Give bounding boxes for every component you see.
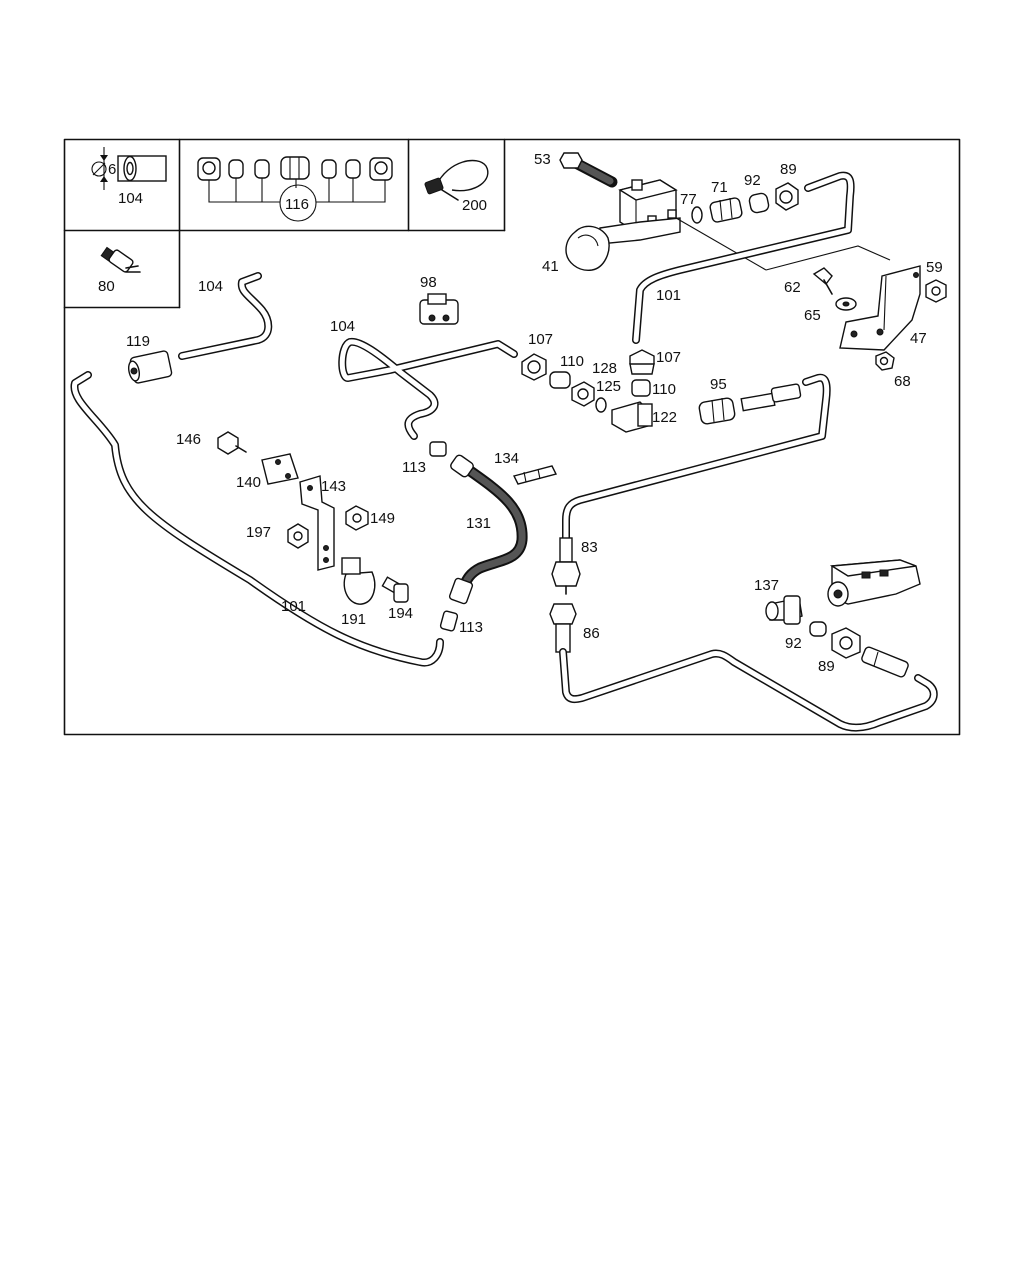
label-191: 191 — [341, 611, 366, 628]
label-47: 47 — [910, 330, 927, 347]
fittings-center — [521, 349, 655, 433]
label-104-left: 104 — [198, 278, 223, 295]
inset-pipe-104 — [91, 147, 167, 190]
label-137: 137 — [754, 577, 779, 594]
inset-cable-tie-200 — [424, 159, 489, 201]
label-65: 65 — [804, 307, 821, 324]
label-113-b: 113 — [459, 619, 483, 636]
label-98: 98 — [420, 274, 437, 291]
label-143: 143 — [321, 478, 346, 495]
label-104-inset: 104 — [118, 190, 143, 207]
label-89-top: 89 — [780, 161, 797, 178]
hose-131 — [429, 441, 528, 632]
label-146: 146 — [176, 431, 201, 448]
pipe-101-top — [632, 171, 855, 344]
label-92-top: 92 — [744, 172, 761, 189]
label-86: 86 — [583, 625, 600, 642]
label-131: 131 — [466, 515, 491, 532]
label-89-bot: 89 — [818, 658, 835, 675]
label-77: 77 — [680, 191, 697, 208]
leader-line-77 — [675, 217, 767, 271]
bracket-47 — [812, 265, 947, 371]
label-197: 197 — [246, 524, 271, 541]
label-107-b: 107 — [656, 349, 681, 366]
part-labels: 104 6 116 200 80 53 77 71 92 89 41 101 6… — [98, 151, 943, 675]
label-80: 80 — [98, 278, 115, 295]
label-6: 6 — [108, 161, 116, 178]
label-116: 116 — [285, 196, 309, 213]
valve-assembly-41 — [559, 152, 681, 271]
valve-137 — [765, 559, 921, 659]
label-95: 95 — [710, 376, 727, 393]
label-140: 140 — [236, 474, 261, 491]
pipe-end-fitting-right — [861, 646, 909, 678]
pipe-104-left — [178, 272, 273, 360]
label-134: 134 — [494, 450, 519, 467]
label-200: 200 — [462, 197, 487, 214]
clip-134 — [512, 465, 558, 485]
fitting-86 — [549, 603, 577, 653]
label-125: 125 — [596, 378, 621, 395]
label-83: 83 — [581, 539, 598, 556]
fitting-83 — [551, 537, 581, 595]
plate-140 — [261, 453, 299, 485]
inset-fittings-kit-116 — [197, 156, 393, 222]
union-nut-119 — [127, 350, 173, 384]
pipe-104-middle — [338, 337, 518, 440]
label-53: 53 — [534, 151, 551, 168]
label-101-top: 101 — [656, 287, 681, 304]
inset-sensor-80 — [100, 246, 141, 273]
nut-197 — [287, 523, 309, 549]
label-110-b: 110 — [652, 381, 676, 398]
label-71: 71 — [711, 179, 728, 196]
bolt-194 — [381, 576, 409, 603]
pipe-101-left — [70, 371, 444, 667]
bolt-146 — [217, 431, 247, 455]
label-149: 149 — [370, 510, 395, 527]
label-122: 122 — [652, 409, 677, 426]
label-119: 119 — [126, 333, 150, 350]
nut-149 — [345, 505, 369, 531]
pipe-center-long — [562, 373, 831, 544]
label-62: 62 — [784, 279, 801, 296]
leader-line-bracket — [765, 245, 891, 271]
distribution-block-98 — [419, 293, 459, 325]
label-101-left: 101 — [281, 598, 306, 615]
label-59: 59 — [926, 259, 943, 276]
fitting-95 — [698, 383, 802, 425]
clamp-191 — [341, 557, 376, 605]
label-194: 194 — [388, 605, 413, 622]
label-104-mid: 104 — [330, 318, 355, 335]
label-41: 41 — [542, 258, 559, 275]
label-113-a: 113 — [402, 459, 426, 476]
fittings-top-row — [691, 182, 799, 224]
label-110-a: 110 — [560, 353, 584, 370]
label-92-bot: 92 — [785, 635, 802, 652]
pipe-lower-right — [559, 648, 938, 732]
bracket-143 — [299, 475, 335, 571]
label-128: 128 — [592, 360, 617, 377]
diagram-frame — [63, 138, 961, 736]
label-68: 68 — [894, 373, 911, 390]
label-107-a: 107 — [528, 331, 553, 348]
